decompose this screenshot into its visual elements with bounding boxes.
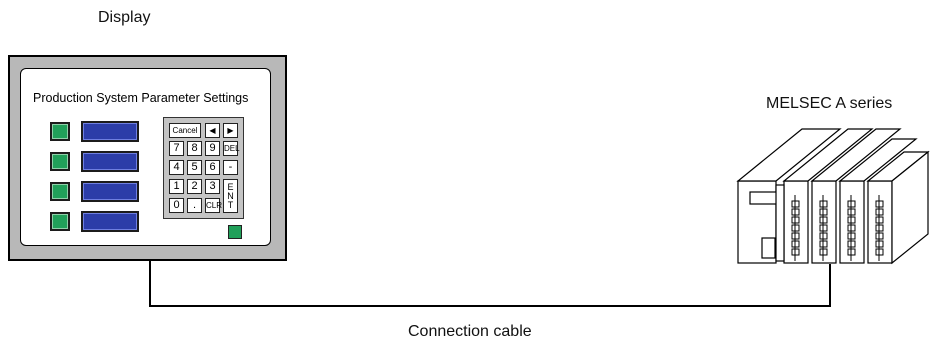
value-field-2[interactable] (81, 151, 139, 172)
key-left-arrow[interactable]: ◀ (205, 123, 220, 138)
key-2[interactable]: 2 (187, 179, 202, 194)
plc-label: MELSEC A series (766, 95, 893, 112)
key-0[interactable]: 0 (169, 198, 184, 213)
cable-label: Connection cable (408, 323, 532, 340)
value-field-3[interactable] (81, 181, 139, 202)
green-button-1[interactable] (50, 122, 70, 141)
key-cancel[interactable]: Cancel (169, 123, 201, 138)
key-9[interactable]: 9 (205, 141, 220, 156)
green-button-4[interactable] (50, 212, 70, 231)
plc-rack (736, 128, 930, 265)
key-7[interactable]: 7 (169, 141, 184, 156)
status-lamp (228, 225, 242, 239)
key-clr[interactable]: CLR (205, 198, 222, 213)
green-button-2[interactable] (50, 152, 70, 171)
screen-title: Production System Parameter Settings (33, 91, 249, 105)
key-enter-letter-e: E (227, 182, 234, 192)
key-dot[interactable]: . (187, 198, 202, 213)
green-button-3[interactable] (50, 182, 70, 201)
key-6[interactable]: 6 (205, 160, 220, 175)
key-8[interactable]: 8 (187, 141, 202, 156)
key-minus[interactable]: - (223, 160, 238, 175)
key-3[interactable]: 3 (205, 179, 220, 194)
key-1[interactable]: 1 (169, 179, 184, 194)
key-right-arrow[interactable]: ▶ (223, 123, 238, 138)
key-5[interactable]: 5 (187, 160, 202, 175)
numeric-keypad: Cancel ◀ ▶ 7 8 9 DEL 4 5 6 - 1 2 3 E N T… (163, 117, 244, 219)
key-enter[interactable]: E N T (223, 179, 238, 213)
value-field-1[interactable] (81, 121, 139, 142)
display-label: Display (98, 9, 151, 26)
key-enter-letter-n: N (227, 191, 234, 201)
key-del[interactable]: DEL (223, 141, 240, 156)
value-field-4[interactable] (81, 211, 139, 232)
key-4[interactable]: 4 (169, 160, 184, 175)
key-enter-letter-t: T (227, 200, 234, 210)
